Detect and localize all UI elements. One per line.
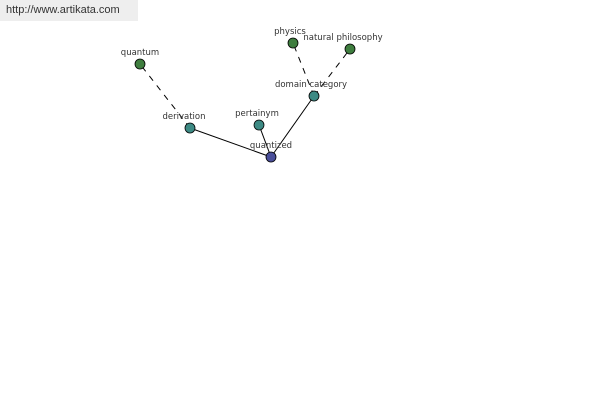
node-label-quantized: quantized <box>250 141 292 151</box>
node-circle-quantum[interactable] <box>134 58 146 70</box>
node-quantized[interactable]: quantized <box>250 141 292 163</box>
node-label-derivation: derivation <box>162 112 205 122</box>
site-watermark: http://www.artikata.com <box>0 0 138 21</box>
node-label-pertainym: pertainym <box>235 109 279 119</box>
node-label-domain-category: domain category <box>275 80 347 90</box>
node-label-quantum: quantum <box>121 48 159 58</box>
edge-derivation-to-quantum <box>139 63 191 129</box>
edge-domain-category-to-physics <box>292 42 315 97</box>
node-circle-natural-philosophy[interactable] <box>344 43 356 55</box>
node-circle-physics[interactable] <box>287 37 299 49</box>
node-label-physics: physics <box>274 27 306 37</box>
node-domain-category[interactable]: domain category <box>275 80 347 102</box>
nodes-layer: quantized derivation pertainym domain categ… <box>121 27 383 163</box>
edge-quantized-to-domain-category <box>270 95 315 158</box>
node-circle-pertainym[interactable] <box>253 119 265 131</box>
edge-quantized-to-derivation <box>189 127 272 158</box>
edge-quantized-to-pertainym <box>258 124 272 158</box>
node-circle-quantized[interactable] <box>265 151 277 163</box>
node-physics[interactable]: physics <box>274 27 306 49</box>
node-circle-domain-category[interactable] <box>308 90 320 102</box>
node-pertainym[interactable]: pertainym <box>235 109 279 131</box>
node-derivation[interactable]: derivation <box>162 112 206 134</box>
node-natural-philosophy[interactable]: natural philosophy <box>303 33 383 55</box>
node-quantum[interactable]: quantum <box>121 48 159 70</box>
node-circle-derivation[interactable] <box>184 122 196 134</box>
node-label-natural-philosophy: natural philosophy <box>303 33 382 43</box>
edge-domain-category-to-natural-philosophy <box>313 48 351 97</box>
edges-layer <box>139 42 351 158</box>
